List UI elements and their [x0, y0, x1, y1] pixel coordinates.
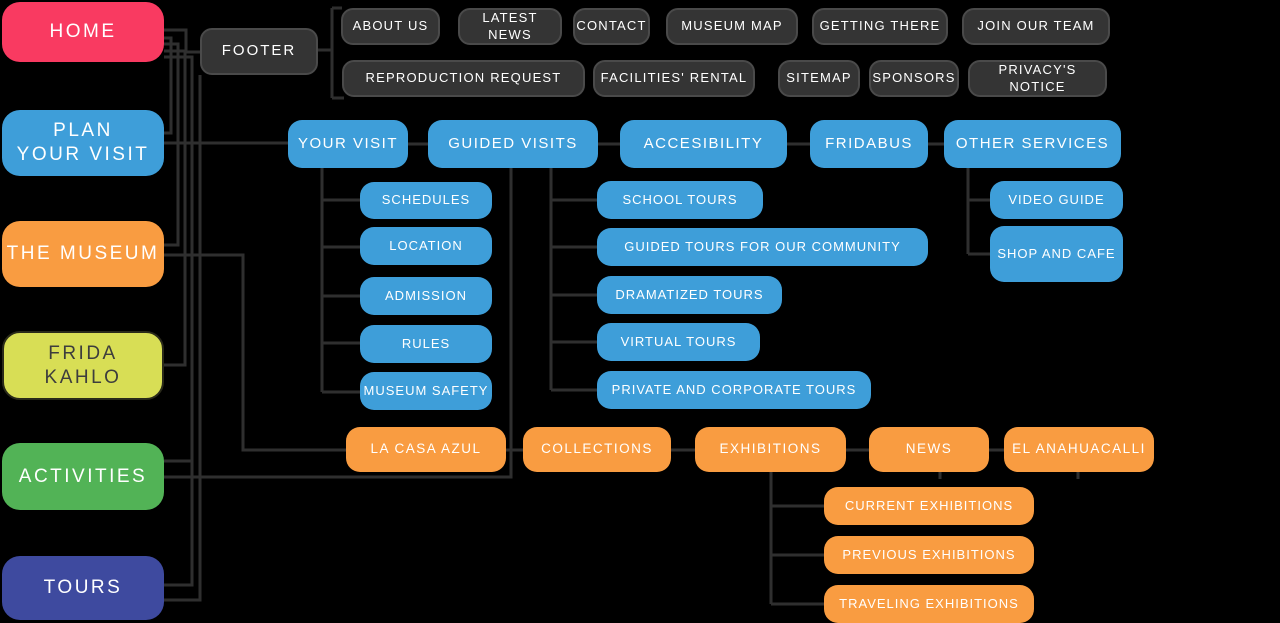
node-school-tours[interactable]: SCHOOL TOURS [597, 181, 763, 219]
node-plan-your-visit[interactable]: PLAN YOUR VISIT [2, 110, 164, 176]
node-admission[interactable]: ADMISSION [360, 277, 492, 315]
node-privacys-notice[interactable]: PRIVACY'S NOTICE [968, 60, 1107, 97]
node-museum-map[interactable]: MUSEUM MAP [666, 8, 798, 45]
node-schedules[interactable]: SCHEDULES [360, 182, 492, 219]
connector-home-plan-your-visit [164, 36, 173, 135]
node-sitemap[interactable]: SITEMAP [778, 60, 860, 97]
node-join-our-team[interactable]: JOIN OUR TEAM [962, 8, 1110, 45]
node-other-services[interactable]: OTHER SERVICES [944, 120, 1121, 168]
node-accesibility[interactable]: ACCESIBILITY [620, 120, 787, 168]
node-contact[interactable]: CONTACT [573, 8, 650, 45]
node-news[interactable]: NEWS [869, 427, 989, 472]
node-shop-and-cafe[interactable]: SHOP AND CAFE [990, 226, 1123, 282]
node-private-and-corporate-tours[interactable]: PRIVATE AND CORPORATE TOURS [597, 371, 871, 409]
node-tours[interactable]: TOURS [2, 556, 164, 620]
connector-home-frida-kahlo [164, 49, 187, 367]
node-getting-there[interactable]: GETTING THERE [812, 8, 948, 45]
connector-museum-casa-azul [164, 253, 346, 452]
node-dramatized-tours[interactable]: DRAMATIZED TOURS [597, 276, 782, 314]
connector-other-services-trunk [966, 168, 990, 256]
connector-your-visit-trunk [320, 168, 360, 394]
node-video-guide[interactable]: VIDEO GUIDE [990, 181, 1123, 219]
node-sponsors[interactable]: SPONSORS [869, 60, 959, 97]
node-the-museum[interactable]: THE MUSEUM [2, 221, 164, 287]
node-la-casa-azul[interactable]: LA CASA AZUL [346, 427, 506, 472]
node-latest-news[interactable]: LATEST NEWS [458, 8, 562, 45]
node-guided-visits[interactable]: GUIDED VISITS [428, 120, 598, 168]
connector-footer-bracket [318, 6, 344, 100]
node-facilities-rental[interactable]: FACILITIES' RENTAL [593, 60, 755, 97]
node-guided-tours-for-our-community[interactable]: GUIDED TOURS FOR OUR COMMUNITY [597, 228, 928, 266]
connector-guided-visits-trunk [549, 168, 597, 392]
node-frida-kahlo[interactable]: FRIDA KAHLO [2, 331, 164, 400]
connector-activities-guided-visits [164, 168, 513, 479]
node-previous-exhibitions[interactable]: PREVIOUS EXHIBITIONS [824, 536, 1034, 574]
node-location[interactable]: LOCATION [360, 227, 492, 265]
node-traveling-exhibitions[interactable]: TRAVELING EXHIBITIONS [824, 585, 1034, 623]
node-fridabus[interactable]: FRIDABUS [810, 120, 928, 168]
node-home[interactable]: HOME [2, 2, 164, 62]
node-collections[interactable]: COLLECTIONS [523, 427, 671, 472]
node-activities[interactable]: ACTIVITIES [2, 443, 164, 510]
node-your-visit[interactable]: YOUR VISIT [288, 120, 408, 168]
connector-home-tours-bus [164, 55, 194, 587]
connector-exhibitions-trunk [769, 472, 824, 606]
node-el-anahuacalli[interactable]: EL ANAHUACALLI [1004, 427, 1154, 472]
node-exhibitions[interactable]: EXHIBITIONS [695, 427, 846, 472]
node-virtual-tours[interactable]: VIRTUAL TOURS [597, 323, 760, 361]
node-reproduction-request[interactable]: REPRODUCTION REQUEST [342, 60, 585, 97]
node-current-exhibitions[interactable]: CURRENT EXHIBITIONS [824, 487, 1034, 525]
connector-home-footer [164, 28, 200, 54]
node-rules[interactable]: RULES [360, 325, 492, 363]
connector-footer-tours [164, 75, 202, 602]
node-footer[interactable]: FOOTER [200, 28, 318, 75]
connector-bottom-ticks [938, 472, 1080, 479]
node-about-us[interactable]: ABOUT US [341, 8, 440, 45]
node-museum-safety[interactable]: MUSEUM SAFETY [360, 372, 492, 410]
